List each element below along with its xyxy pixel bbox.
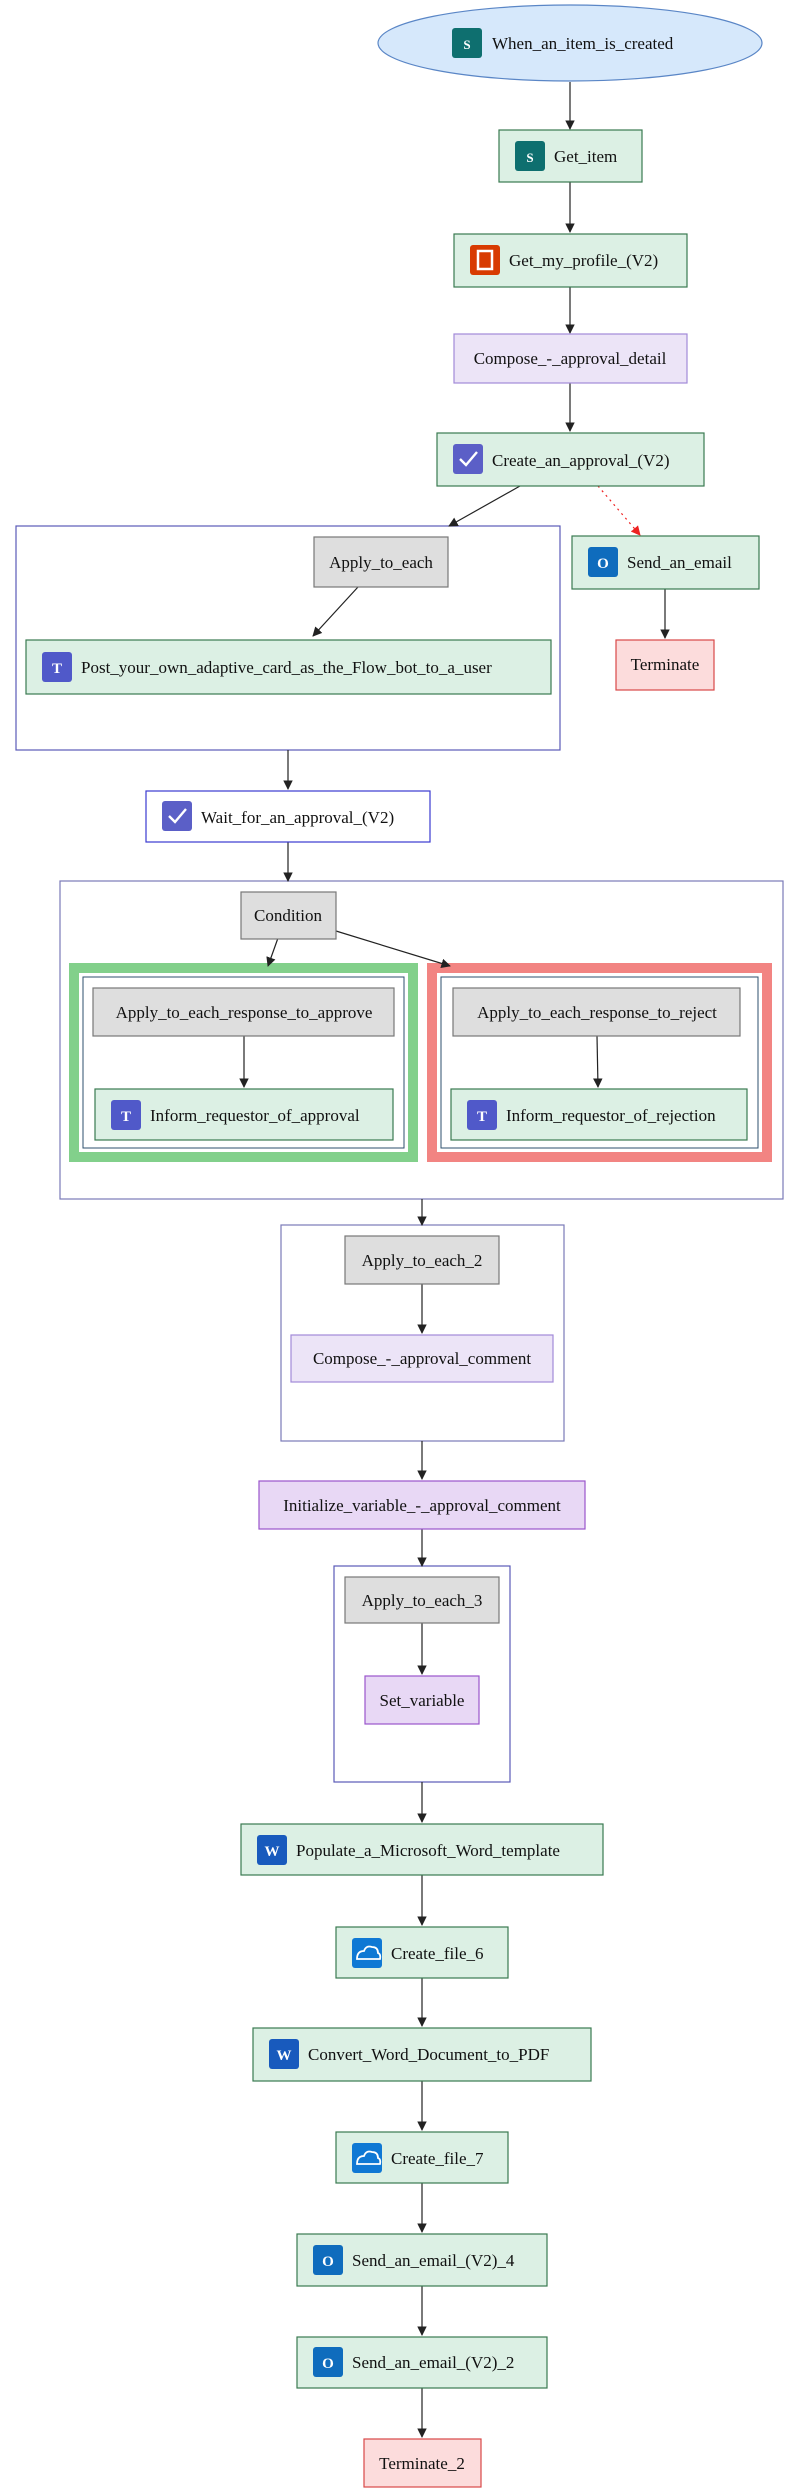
node-label: Inform_requestor_of_rejection <box>506 1106 716 1125</box>
onedrive-icon <box>352 2143 382 2173</box>
node-get-item[interactable]: S Get_item <box>498 129 643 183</box>
node-label: Populate_a_Microsoft_Word_template <box>296 1841 560 1860</box>
edge <box>266 937 279 967</box>
office-icon <box>470 245 500 275</box>
outlook-icon: O <box>313 2245 343 2275</box>
edge <box>593 1035 603 1088</box>
node-label: Terminate <box>631 655 700 674</box>
node-convert-pdf[interactable]: W Convert_Word_Document_to_PDF <box>252 2027 592 2082</box>
svg-text:T: T <box>121 1109 131 1125</box>
svg-text:O: O <box>322 2254 334 2270</box>
node-trigger[interactable]: S When_an_item_is_created <box>377 4 763 82</box>
node-set-variable[interactable]: Set_variable <box>364 1675 480 1725</box>
node-condition[interactable]: Condition <box>240 891 337 940</box>
node-terminate[interactable]: Terminate <box>615 639 715 691</box>
node-label: Initialize_variable_-_approval_comment <box>283 1496 561 1515</box>
teams-icon: T <box>42 652 72 682</box>
outlook-icon: O <box>588 547 618 577</box>
node-apply-to-each-2[interactable]: Apply_to_each_2 <box>344 1235 500 1285</box>
error-edge <box>597 485 641 536</box>
node-label: Apply_to_each_response_to_approve <box>116 1003 373 1022</box>
word-icon: W <box>257 1835 287 1865</box>
node-wait-approval[interactable]: Wait_for_an_approval_(V2) <box>145 790 431 843</box>
node-label: Terminate_2 <box>379 2454 465 2473</box>
node-inform-rejection[interactable]: T Inform_requestor_of_rejection <box>450 1088 748 1141</box>
node-label: Condition <box>254 906 323 925</box>
onedrive-icon <box>352 1938 382 1968</box>
node-create-approval[interactable]: Create_an_approval_(V2) <box>436 432 705 487</box>
node-label: Apply_to_each <box>329 553 433 572</box>
edge <box>335 930 451 969</box>
approve-branch-inner <box>82 976 405 1149</box>
svg-text:S: S <box>463 37 470 52</box>
svg-text:W: W <box>265 1844 280 1860</box>
svg-text:W: W <box>277 2048 292 2064</box>
node-send-email-4[interactable]: O Send_an_email_(V2)_4 <box>296 2233 548 2287</box>
edge <box>448 485 521 527</box>
node-label: Send_an_email_(V2)_2 <box>352 2353 514 2372</box>
node-label: Apply_to_each_response_to_reject <box>477 1003 717 1022</box>
svg-text:O: O <box>597 556 609 572</box>
node-label: Apply_to_each_3 <box>362 1591 483 1610</box>
svg-text:O: O <box>322 2356 334 2372</box>
node-label: Get_item <box>554 147 617 166</box>
node-label: Compose_-_approval_detail <box>474 349 667 368</box>
svg-text:T: T <box>477 1109 487 1125</box>
node-post-card[interactable]: T Post_your_own_adaptive_card_as_the_Flo… <box>25 639 552 695</box>
teams-icon: T <box>467 1100 497 1130</box>
node-label: Compose_-_approval_comment <box>313 1349 531 1368</box>
node-label: Convert_Word_Document_to_PDF <box>308 2045 549 2064</box>
edges <box>239 82 670 2438</box>
node-create-file-6[interactable]: Create_file_6 <box>335 1926 509 1979</box>
node-label: When_an_item_is_created <box>492 34 674 53</box>
node-label: Create_file_7 <box>391 2149 484 2168</box>
svg-text:T: T <box>52 661 62 677</box>
node-inform-approval[interactable]: T Inform_requestor_of_approval <box>94 1088 394 1141</box>
sharepoint-icon: S <box>515 141 545 171</box>
approvals-icon <box>162 801 192 831</box>
node-create-file-7[interactable]: Create_file_7 <box>335 2131 509 2184</box>
node-label: Inform_requestor_of_approval <box>150 1106 360 1125</box>
node-get-profile[interactable]: Get_my_profile_(V2) <box>453 233 688 288</box>
node-label: Get_my_profile_(V2) <box>509 251 658 270</box>
node-populate-word[interactable]: W Populate_a_Microsoft_Word_template <box>240 1823 604 1876</box>
node-label: Set_variable <box>380 1691 465 1710</box>
edge <box>312 586 359 637</box>
node-apply-to-each[interactable]: Apply_to_each <box>313 536 449 588</box>
node-compose-comment[interactable]: Compose_-_approval_comment <box>290 1334 554 1383</box>
node-label: Post_your_own_adaptive_card_as_the_Flow_… <box>81 658 492 677</box>
teams-icon: T <box>111 1100 141 1130</box>
node-send-email[interactable]: O Send_an_email <box>571 535 760 590</box>
node-label: Wait_for_an_approval_(V2) <box>201 808 394 827</box>
outlook-icon: O <box>313 2347 343 2377</box>
node-apply-reject[interactable]: Apply_to_each_response_to_reject <box>452 987 741 1037</box>
node-label: Send_an_email <box>627 553 732 572</box>
node-label: Create_file_6 <box>391 1944 484 1963</box>
reject-branch-inner <box>440 976 759 1149</box>
node-terminate-2[interactable]: Terminate_2 <box>363 2438 482 2488</box>
apply-to-each-scope <box>15 525 561 751</box>
node-label: Create_an_approval_(V2) <box>492 451 669 470</box>
approvals-icon <box>453 444 483 474</box>
node-apply-approve[interactable]: Apply_to_each_response_to_approve <box>92 987 395 1037</box>
word-icon: W <box>269 2039 299 2069</box>
node-send-email-2[interactable]: O Send_an_email_(V2)_2 <box>296 2336 548 2389</box>
node-label: Apply_to_each_2 <box>362 1251 483 1270</box>
node-compose-detail[interactable]: Compose_-_approval_detail <box>453 333 688 384</box>
node-init-variable[interactable]: Initialize_variable_-_approval_comment <box>258 1480 586 1530</box>
svg-text:S: S <box>526 150 533 165</box>
sharepoint-icon: S <box>452 28 482 58</box>
node-apply-to-each-3[interactable]: Apply_to_each_3 <box>344 1576 500 1624</box>
node-label: Send_an_email_(V2)_4 <box>352 2251 515 2270</box>
